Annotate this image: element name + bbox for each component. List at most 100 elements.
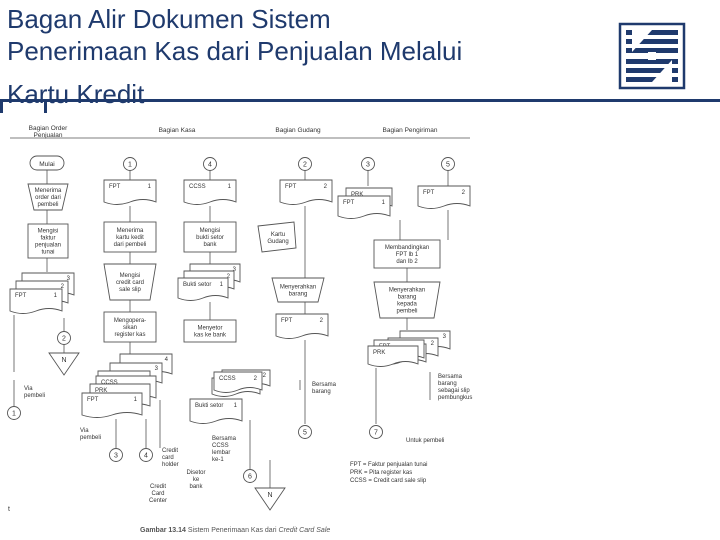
note-n-bersama-ccss: Bersama <box>212 436 237 442</box>
document-number: 1 <box>134 397 138 403</box>
document-copy-number: 3 <box>67 276 71 282</box>
process-label: order dari <box>35 195 61 201</box>
legend-entry: CCSS = Credit card sale slip <box>350 478 427 484</box>
page-title-line-1: Bagan Alir Dokumen Sistem <box>7 4 331 34</box>
file-label: N <box>267 492 272 499</box>
document-d-ccss-kasa <box>183 179 237 205</box>
page-title-line-3: Kartu Kredit <box>7 79 145 109</box>
note-n-via2: Via <box>80 428 89 434</box>
note-n-holder: Credit <box>162 448 178 454</box>
connector-c-k4 <box>203 157 217 171</box>
document-label: FPT <box>285 184 297 190</box>
connector-c-o2 <box>57 331 71 345</box>
document-label: FPT <box>343 200 355 206</box>
process-label: bank <box>203 242 217 248</box>
process-label: Menerima <box>35 188 62 194</box>
connector-c-p3 <box>361 157 375 171</box>
document-d-fpt-gudang <box>279 179 333 205</box>
process-label: Menyerahkan <box>389 288 425 294</box>
caption-text: Sistem Penerimaan Kas dari <box>188 527 279 534</box>
process-label: sikan <box>123 325 137 331</box>
connector-label: 2 <box>303 162 307 169</box>
document-label: CCSS <box>219 376 236 382</box>
document-label: Bukti setor <box>195 403 223 409</box>
process-label: kas ke bank <box>194 333 227 339</box>
process-label: FPT lb 1 <box>396 252 419 258</box>
note-n-center: Credit <box>150 484 166 490</box>
process-label: tunai <box>41 250 54 256</box>
document-label: Bukti setor <box>183 282 211 288</box>
file-f-n1 <box>48 352 80 376</box>
note-n-disetor: bank <box>189 484 203 490</box>
document-label: PRK <box>95 388 107 394</box>
note-n-bersama-ccss: lembar <box>212 450 230 456</box>
document-label: PRK <box>373 350 385 356</box>
note-n-disetor: ke <box>193 477 200 483</box>
terminator-label: Mulai <box>39 161 55 168</box>
university-logo-icon <box>618 22 686 90</box>
process-label: Membandingkan <box>385 245 429 251</box>
rule-tick-left <box>0 99 3 113</box>
document-copy-number: 4 <box>165 357 169 363</box>
process-label: pembeli <box>396 309 417 315</box>
note-n-center: Center <box>149 498 167 504</box>
page-marker: t <box>8 506 10 513</box>
document-number: 2 <box>254 376 258 382</box>
caption-italic: Credit Card Sale <box>279 527 331 534</box>
connector-label: 6 <box>248 474 252 481</box>
document-copy-number: 2 <box>263 373 267 379</box>
connector-label: 3 <box>366 162 370 169</box>
manual-p-terima-order <box>27 183 69 211</box>
card-label: Kartu <box>271 232 285 238</box>
connector-c-o1 <box>7 406 21 420</box>
note-n-via1: pembeli <box>24 393 45 399</box>
manual-p-serah-gudang <box>271 277 325 303</box>
connector-c-g5 <box>298 425 312 439</box>
connector-label: 5 <box>303 430 307 437</box>
document-number: 1 <box>382 200 386 206</box>
document-label: FPT <box>15 293 27 299</box>
process-label: Mengisi <box>200 228 221 234</box>
document-label: FPT <box>423 190 435 196</box>
page-title-line-2: Penerimaan Kas dari Penjualan Melalui <box>7 36 463 66</box>
caption-label: Gambar 13.14 <box>140 527 188 534</box>
document-d-bukti-k <box>189 398 243 424</box>
document-copy-number: 3 <box>155 366 159 372</box>
connector-c-k6 <box>243 469 257 483</box>
document-d-fpt-kasa <box>103 179 157 205</box>
note-n-bersama-ccss: ke-1 <box>212 457 224 463</box>
document-label: FPT <box>281 318 293 324</box>
document-copy-number: 2 <box>61 284 65 290</box>
document-number: 2 <box>320 318 324 324</box>
document-label: FPT <box>87 397 99 403</box>
process-label: credit card <box>116 280 144 286</box>
card-kartu-gudang <box>257 221 297 253</box>
note-n-bersama-slip: barang <box>438 381 457 387</box>
document-label: CCSS <box>189 184 206 190</box>
rule-tick-right <box>44 99 47 113</box>
note-n-bersama-barang: barang <box>312 389 331 395</box>
manual-p-serah-kirim <box>373 281 441 319</box>
manual-p-isi-ccss <box>103 263 157 301</box>
process-label: Mengisi <box>38 229 59 235</box>
process-label: Mengopera- <box>114 318 146 324</box>
document-number: 1 <box>220 282 224 288</box>
legend-entry: FPT = Faktur penjualan tunai <box>350 462 427 468</box>
connector-c-p5 <box>441 157 455 171</box>
figure-caption: Gambar 13.14 Sistem Penerimaan Kas dari … <box>140 527 330 534</box>
connector-label: 1 <box>128 162 132 169</box>
card-label: Gudang <box>267 239 288 245</box>
document-d-fpt-kirim2 <box>417 185 471 209</box>
note-n-bersama-barang: Bersama <box>312 382 337 388</box>
document-d-prk-p2 <box>367 345 419 367</box>
document-label: FPT <box>109 184 121 190</box>
connector-label: 7 <box>374 430 378 437</box>
document-number: 1 <box>54 293 58 299</box>
document-number: 1 <box>228 184 232 190</box>
connector-label: 5 <box>446 162 450 169</box>
connector-c-p7 <box>369 425 383 439</box>
connector-c-k4b <box>139 448 153 462</box>
connector-c-k1 <box>123 157 137 171</box>
note-n-disetor: Disetor <box>186 470 205 476</box>
process-p-register <box>103 311 157 343</box>
